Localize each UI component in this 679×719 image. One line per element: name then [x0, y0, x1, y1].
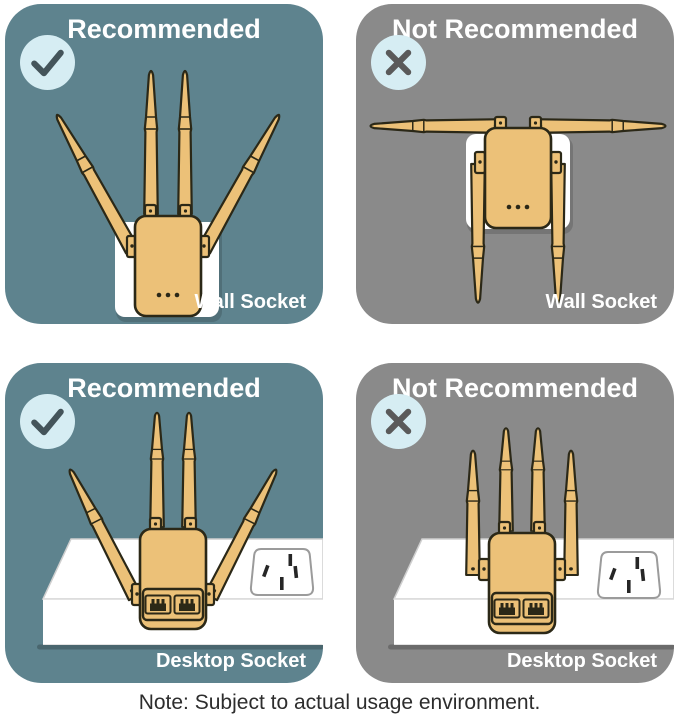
x-icon — [371, 394, 426, 449]
panel-title: Not Recommended — [391, 14, 639, 44]
socket-type-label: Desktop Socket — [155, 650, 306, 672]
panel-desktop-not-recommended: Not Recommended Desktop Socket — [356, 363, 674, 683]
x-icon — [371, 35, 426, 90]
panel-title: Recommended — [67, 14, 261, 44]
panel-title: Recommended — [67, 373, 261, 403]
check-icon — [20, 394, 75, 449]
extender-wall-upright-illustration — [50, 69, 286, 322]
usage-note-text: Note: Subject to actual usage environmen… — [138, 690, 541, 714]
panel-title: Not Recommended — [391, 373, 639, 403]
socket-type-label: Wall Socket — [194, 291, 306, 313]
panel-wall-not-recommended: Not Recommended Wall Socket — [356, 4, 674, 324]
extender-wall-folded-illustration — [369, 115, 667, 304]
check-icon — [20, 35, 75, 90]
panel-desktop-recommended: Recommended Desktop Socket — [5, 363, 323, 683]
panel-wall-recommended: Recommended Wall Socket — [5, 4, 323, 324]
socket-type-label: Wall Socket — [545, 291, 657, 313]
socket-type-label: Desktop Socket — [506, 650, 657, 672]
usage-note-bar: Note: Subject to actual usage environmen… — [0, 686, 679, 719]
